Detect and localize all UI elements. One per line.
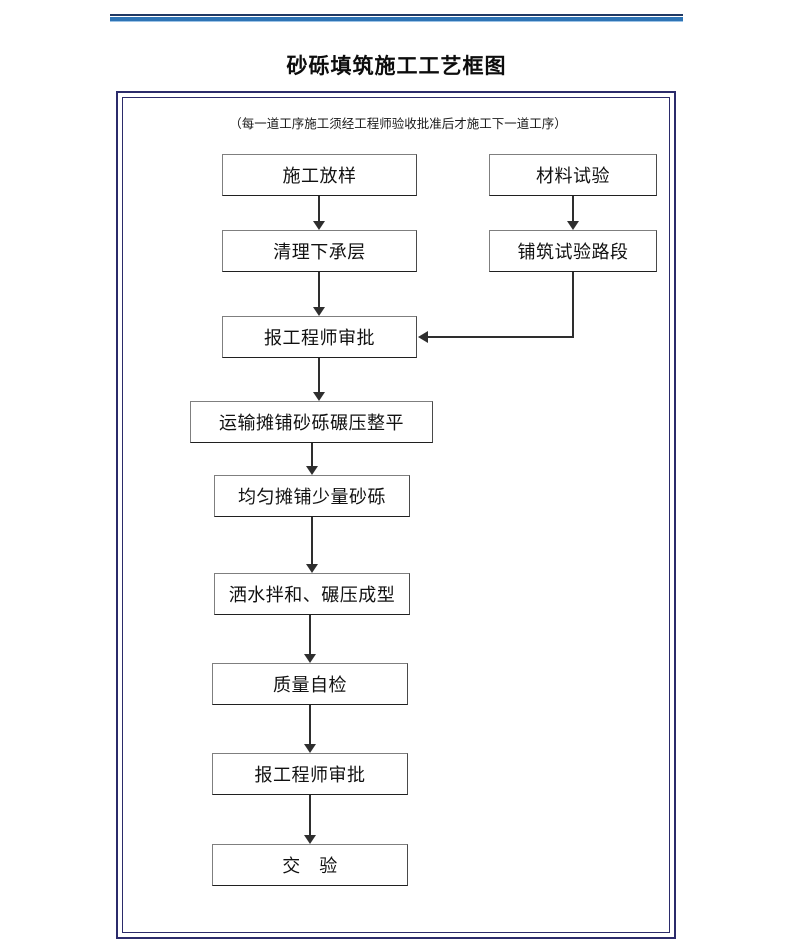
flow-node-yunshu-tanpu-shali-nianya-zhengping[interactable]: 运输摊铺砂砾碾压整平 — [190, 401, 433, 443]
page-title: 砂砾填筑施工工艺框图 — [286, 54, 507, 78]
diagram-outer-frame: （每一道工序施工须经工程师验收批准后才施工下一道工序） 施工放样 清理下承层 报… — [116, 91, 676, 939]
flowchart-canvas: （每一道工序施工须经工程师验收批准后才施工下一道工序） 施工放样 清理下承层 报… — [118, 93, 678, 941]
arrowhead-down-9 — [567, 221, 579, 230]
connector-junyun-to-sashui — [311, 517, 313, 564]
connector-puzhu-to-shenpi1-vertical — [572, 272, 574, 338]
arrowhead-left-1 — [418, 331, 428, 343]
connector-sashui-to-zhiliang — [309, 615, 311, 654]
flow-node-bao-gongchengshi-shenpi-1[interactable]: 报工程师审批 — [222, 316, 417, 358]
flow-node-cailiao-shiyan[interactable]: 材料试验 — [489, 154, 657, 196]
flow-node-bao-gongchengshi-shenpi-2[interactable]: 报工程师审批 — [212, 753, 408, 795]
connector-puzhu-to-shenpi1-horizontal — [428, 336, 574, 338]
flow-node-shigong-fangyang[interactable]: 施工放样 — [222, 154, 417, 196]
arrowhead-down-8 — [304, 835, 316, 844]
connector-cailiaoshiyan-to-puzhushiyanluduan — [572, 196, 574, 221]
header-decorative-rules — [110, 14, 683, 24]
connector-shigongfangyang-to-qinglixiachengceng — [318, 196, 320, 221]
flow-node-sashui-banhe-nianya-chengxing[interactable]: 洒水拌和、碾压成型 — [214, 573, 410, 615]
flow-node-jiaoyan[interactable]: 交 验 — [212, 844, 408, 886]
diagram-inner-frame — [122, 97, 670, 933]
connector-yunshu-to-junyun — [311, 443, 313, 466]
flow-node-puzhu-shiyan-luduan[interactable]: 铺筑试验路段 — [489, 230, 657, 272]
arrowhead-down-4 — [306, 466, 318, 475]
flow-node-junyun-tanpu-shaoliang-shali[interactable]: 均匀摊铺少量砂砾 — [214, 475, 410, 517]
flow-node-qingli-xiachengceng[interactable]: 清理下承层 — [222, 230, 417, 272]
arrowhead-down-2 — [313, 307, 325, 316]
flow-node-zhiliang-zijian[interactable]: 质量自检 — [212, 663, 408, 705]
header-rule-blue — [110, 17, 683, 21]
arrowhead-down-1 — [313, 221, 325, 230]
flowchart-subtitle: （每一道工序施工须经工程师验收批准后才施工下一道工序） — [229, 116, 567, 131]
connector-zhiliang-to-shenpi2 — [309, 705, 311, 744]
connector-qinglixiachengceng-to-shenpi1 — [318, 272, 320, 307]
connector-shenpi1-to-yunshu — [318, 358, 320, 392]
connector-shenpi2-to-jiaoyan — [309, 795, 311, 835]
header-rule-light — [110, 21, 683, 22]
header-rule-dark — [110, 14, 683, 16]
arrowhead-down-5 — [306, 564, 318, 573]
arrowhead-down-7 — [304, 744, 316, 753]
arrowhead-down-3 — [313, 392, 325, 401]
arrowhead-down-6 — [304, 654, 316, 663]
